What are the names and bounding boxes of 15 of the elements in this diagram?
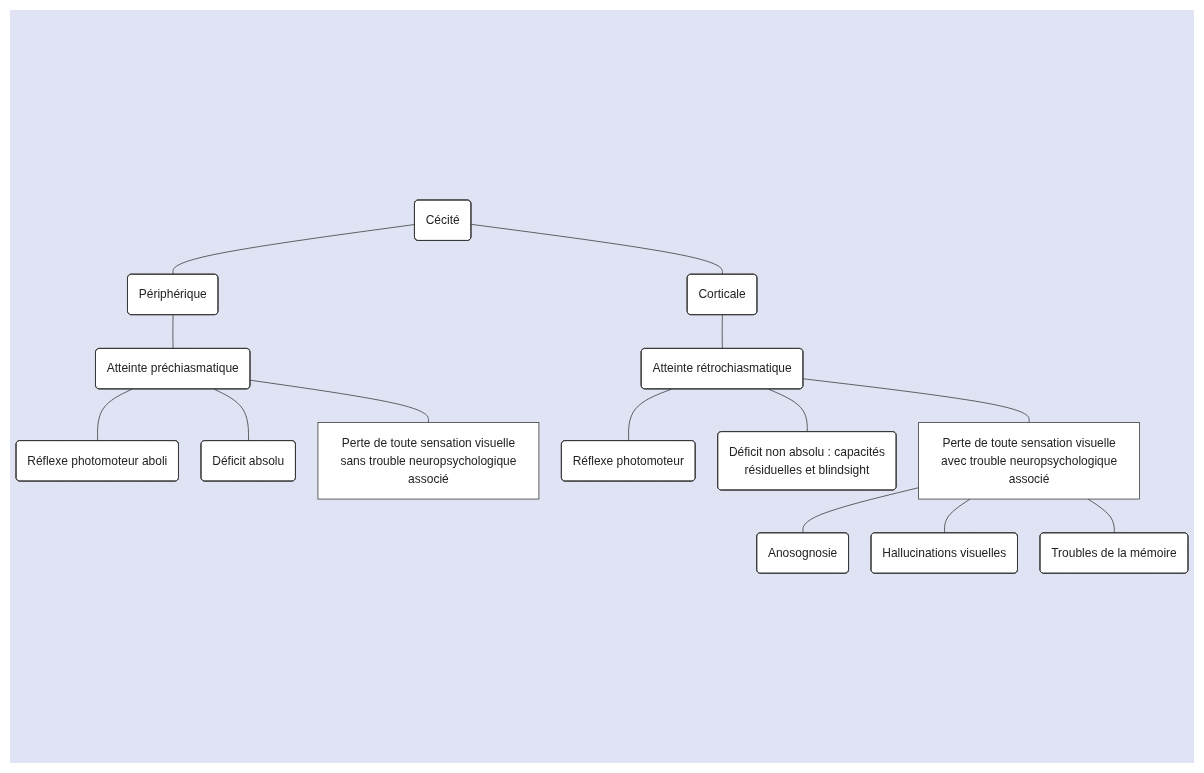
connector — [1087, 498, 1115, 534]
connector — [944, 498, 971, 534]
node-box: Perte de toute sensation visuelle sans trouble neuropsychologique associé — [317, 422, 540, 500]
connector — [768, 388, 808, 433]
connector — [249, 379, 429, 423]
connector — [97, 388, 133, 442]
connector — [802, 487, 919, 534]
node-box: Perte de toute sensation visuelle avec trouble neuropsychologique associé — [918, 422, 1140, 500]
connector — [172, 224, 416, 275]
connector — [802, 378, 1030, 423]
connector — [628, 388, 672, 442]
connector — [721, 314, 723, 349]
connector — [470, 223, 723, 275]
connector — [213, 388, 249, 442]
connector — [172, 314, 174, 349]
